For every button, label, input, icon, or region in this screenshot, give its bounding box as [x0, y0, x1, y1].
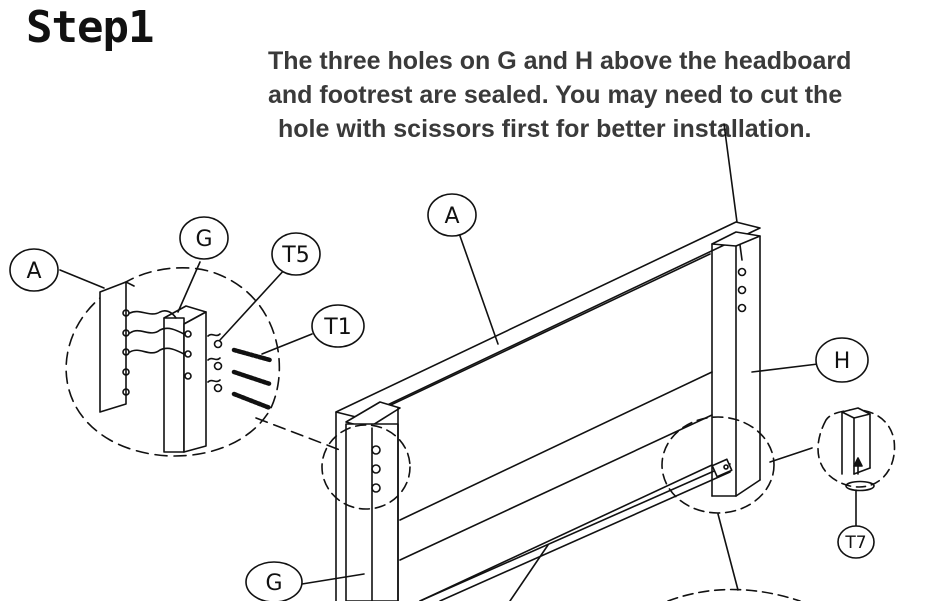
callout-t7-circle	[837, 525, 875, 559]
panel-a-dowel-hole	[122, 348, 130, 356]
panel-a-dowel-hole	[122, 329, 130, 337]
panel-a-dowel-hole	[122, 309, 130, 317]
step-title: Step1	[26, 2, 154, 53]
post-h	[711, 231, 761, 497]
callout-a-main-circle	[427, 193, 477, 237]
detail-circle-bottom	[667, 588, 801, 601]
callout-t5: T5	[281, 243, 309, 268]
panel-a-dowel-hole	[122, 388, 130, 396]
post-g	[345, 401, 401, 601]
post-g-detail-hole	[184, 330, 192, 338]
post-g-detail-hole	[184, 350, 192, 358]
leader-a-detail	[59, 269, 105, 289]
barrel-nut-t5	[213, 383, 223, 393]
t7-detail	[817, 407, 896, 529]
callout-t7: T7	[844, 533, 866, 553]
post-g-hole	[371, 445, 381, 455]
leader-t5	[219, 267, 287, 341]
callout-t1: T1	[323, 315, 351, 340]
leader-g-main	[301, 573, 365, 585]
note-line-1: The three holes on G and H above the hea…	[268, 47, 852, 75]
post-h-hole	[737, 285, 747, 295]
callout-a-detail-circle	[9, 248, 59, 292]
leader-a-main	[459, 235, 499, 345]
detail-enlargement	[65, 267, 341, 457]
post-g-hole	[371, 464, 381, 474]
post-h-hole	[737, 303, 747, 313]
detail-circle-g-holes	[321, 424, 411, 510]
callout-g-main: G	[265, 571, 282, 596]
callout-h-circle	[815, 337, 869, 383]
callout-h: H	[834, 349, 851, 374]
detail-circle-rail-joint	[661, 416, 775, 514]
side-rail	[419, 447, 813, 601]
callout-t1-circle	[311, 304, 365, 348]
callout-g-detail-circle	[179, 216, 229, 260]
note-line-2: and footrest are sealed. You may need to…	[268, 81, 843, 109]
callout-g-detail: G	[195, 227, 212, 252]
leader-h	[751, 363, 819, 373]
barrel-nut-t5	[213, 339, 223, 349]
leader-t1	[261, 333, 313, 355]
callout-a-main: A	[444, 204, 459, 229]
callout-g-main-circle	[245, 561, 303, 601]
bolt-t1	[231, 391, 273, 411]
detail-leader-line	[717, 513, 739, 591]
instruction-note: The three holes on G and H above the hea…	[268, 44, 936, 146]
callout-t5-circle	[271, 232, 321, 276]
note-line-3: hole with scissors first for better inst…	[278, 115, 812, 143]
panel-a-dowel-hole	[122, 368, 130, 376]
post-g-hole	[371, 483, 381, 493]
bolt-t1	[231, 369, 273, 387]
leader-g-detail	[177, 261, 201, 313]
post-g-detail-hole	[184, 372, 192, 380]
barrel-nut-t5	[213, 361, 223, 371]
bolt-t1	[231, 347, 273, 363]
callout-a-detail: A	[26, 259, 41, 284]
post-h-hole	[737, 267, 747, 277]
